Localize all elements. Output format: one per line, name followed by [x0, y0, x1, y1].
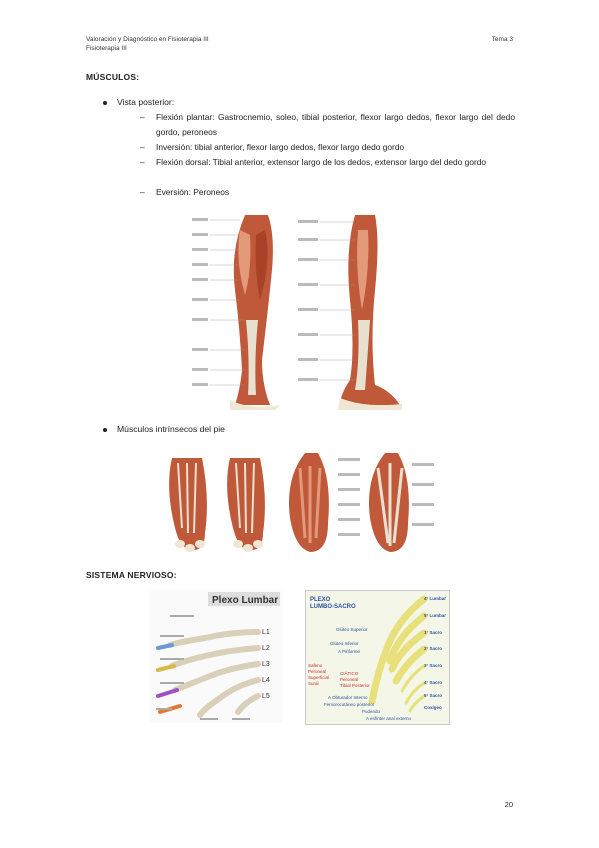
sacral-red-label-2: Superficial: [308, 675, 329, 680]
foot-muscles-figure: [160, 448, 435, 558]
sacral-level-7: Coxígeo: [424, 705, 442, 710]
sacral-red-label-0: Safeno: [308, 663, 323, 668]
header-subject: Fisioterapia III: [86, 45, 127, 52]
bullet-intrinsic-foot: Músculos intrínsecos del pie: [103, 424, 225, 434]
lumbar-plexus-figure: Plexo Lumbar L1 L2 L3 L4 L5: [150, 590, 282, 723]
leg-muscles-figure: [190, 210, 410, 412]
header-unit: Tema 3: [491, 36, 513, 43]
lumbar-level-l4: L4: [262, 677, 270, 684]
leg-muscles-illustration: [192, 215, 402, 410]
sacral-label-4: Peroneal: [340, 677, 358, 682]
sacral-red-label-1: Peroneal: [308, 669, 326, 674]
sacral-label-1: Glúteo Inferior: [330, 641, 359, 646]
sacral-level-5: 4° Sacro: [424, 680, 442, 685]
list-item-dorsal-flexion: –Flexión dorsal: Tibial anterior, extens…: [140, 157, 487, 167]
list-item-eversion: –Eversión: Peroneos: [140, 187, 230, 197]
section-title-muscles: MÚSCULOS:: [86, 72, 140, 82]
section-title-nervous: SISTEMA NERVIOSO:: [86, 570, 177, 580]
sacral-label-7: Femorocutáneo posterior: [324, 702, 375, 707]
lumbar-level-l2: L2: [262, 645, 270, 652]
bullet-posterior-view: Vista posterior:: [103, 97, 174, 107]
lumbar-plexus-illustration: Plexo Lumbar L1 L2 L3 L4 L5: [156, 592, 280, 720]
lumbosacral-plexus-figure: PLEXO LUMBO-SACRO 4° Lumbar 5° Lumbar 1°…: [305, 590, 450, 725]
lumbosacral-plexus-illustration: PLEXO LUMBO-SACRO 4° Lumbar 5° Lumbar 1°…: [308, 595, 446, 721]
lumbar-level-l1: L1: [262, 629, 270, 636]
page-header: Valoración y Diagnóstico en Fisioterapia…: [86, 35, 513, 53]
sacral-label-5: Tibial Posterior: [340, 683, 370, 688]
sacral-label-9: A esfínter anal externo: [366, 716, 412, 721]
bullet-label: Músculos intrínsecos del pie: [117, 424, 225, 434]
sacral-label-2: A Piriforme: [338, 649, 361, 654]
sacral-label-3: CIÁTICO: [340, 670, 359, 676]
header-course: Valoración y Diagnóstico en Fisioterapia…: [86, 36, 209, 43]
sacral-title-2: LUMBO-SACRO: [310, 604, 356, 610]
sacral-level-1: 5° Lumbar: [424, 613, 446, 618]
sacral-label-8: Pudendo: [362, 709, 381, 714]
list-item-inversion: –Inversión: tibial anterior, flexor larg…: [140, 142, 405, 152]
lumbar-title: Plexo Lumbar: [212, 595, 278, 606]
sacral-label-6: A Obturador Interno: [328, 695, 368, 700]
sacral-label-0: Glúteo Superior: [336, 627, 368, 632]
sacral-level-2: 1° Sacro: [424, 630, 442, 635]
bullet-label: Vista posterior:: [117, 97, 175, 107]
list-item-plantar-flexion: –Flexión plantar: Gastrocnemio, soleo, t…: [140, 112, 515, 137]
bullet-dot: [103, 427, 107, 432]
foot-muscles-illustration: [169, 453, 434, 552]
sacral-red-label-3: Sural: [308, 681, 319, 686]
sacral-level-4: 3° Sacro: [424, 663, 442, 668]
bullet-dot: [103, 100, 107, 105]
page-number: 20: [504, 800, 513, 809]
sacral-level-0: 4° Lumbar: [424, 596, 446, 601]
sacral-level-6: 5° Sacro: [424, 693, 442, 698]
lumbar-level-l3: L3: [262, 661, 270, 668]
lumbar-level-l5: L5: [262, 693, 270, 700]
sacral-title-1: PLEXO: [310, 597, 331, 603]
sacral-level-3: 2° Sacro: [424, 646, 442, 651]
